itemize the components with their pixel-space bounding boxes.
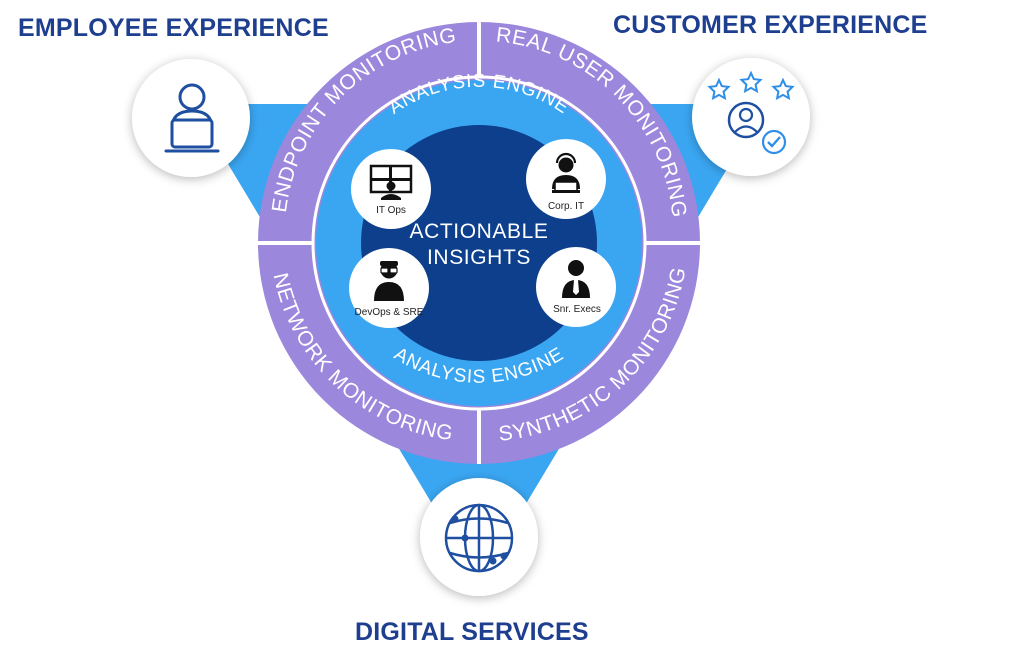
ring-inner-border — [311, 75, 647, 411]
executive-icon — [562, 260, 590, 298]
role-label-devops: DevOps & SRE — [355, 307, 424, 318]
core-title-line2: INSIGHTS — [427, 246, 531, 269]
customer-rating-icon — [707, 70, 795, 155]
customer-experience-title: CUSTOMER EXPERIENCE — [613, 11, 928, 39]
role-corp-it: Corp. IT — [526, 139, 606, 219]
monitor-wall-icon — [369, 164, 413, 200]
role-label-it-ops: IT Ops — [376, 205, 406, 216]
laptop-user-icon — [164, 83, 220, 153]
role-it-ops: IT Ops — [351, 149, 431, 229]
role-execs: Snr. Execs — [536, 247, 616, 327]
digital-services-node — [420, 478, 538, 596]
role-devops: DevOps & SRE — [349, 248, 429, 328]
role-label-execs: Snr. Execs — [553, 304, 601, 315]
customer-experience-node — [692, 58, 810, 176]
support-agent-icon — [552, 152, 580, 193]
employee-experience-title: EMPLOYEE EXPERIENCE — [18, 14, 329, 42]
employee-experience-node — [132, 59, 250, 177]
digital-services-title: DIGITAL SERVICES — [355, 618, 589, 646]
core-title-line1: ACTIONABLE — [409, 220, 548, 243]
developer-icon — [374, 261, 404, 301]
globe-network-icon — [444, 503, 514, 573]
role-label-corp-it: Corp. IT — [548, 201, 584, 212]
